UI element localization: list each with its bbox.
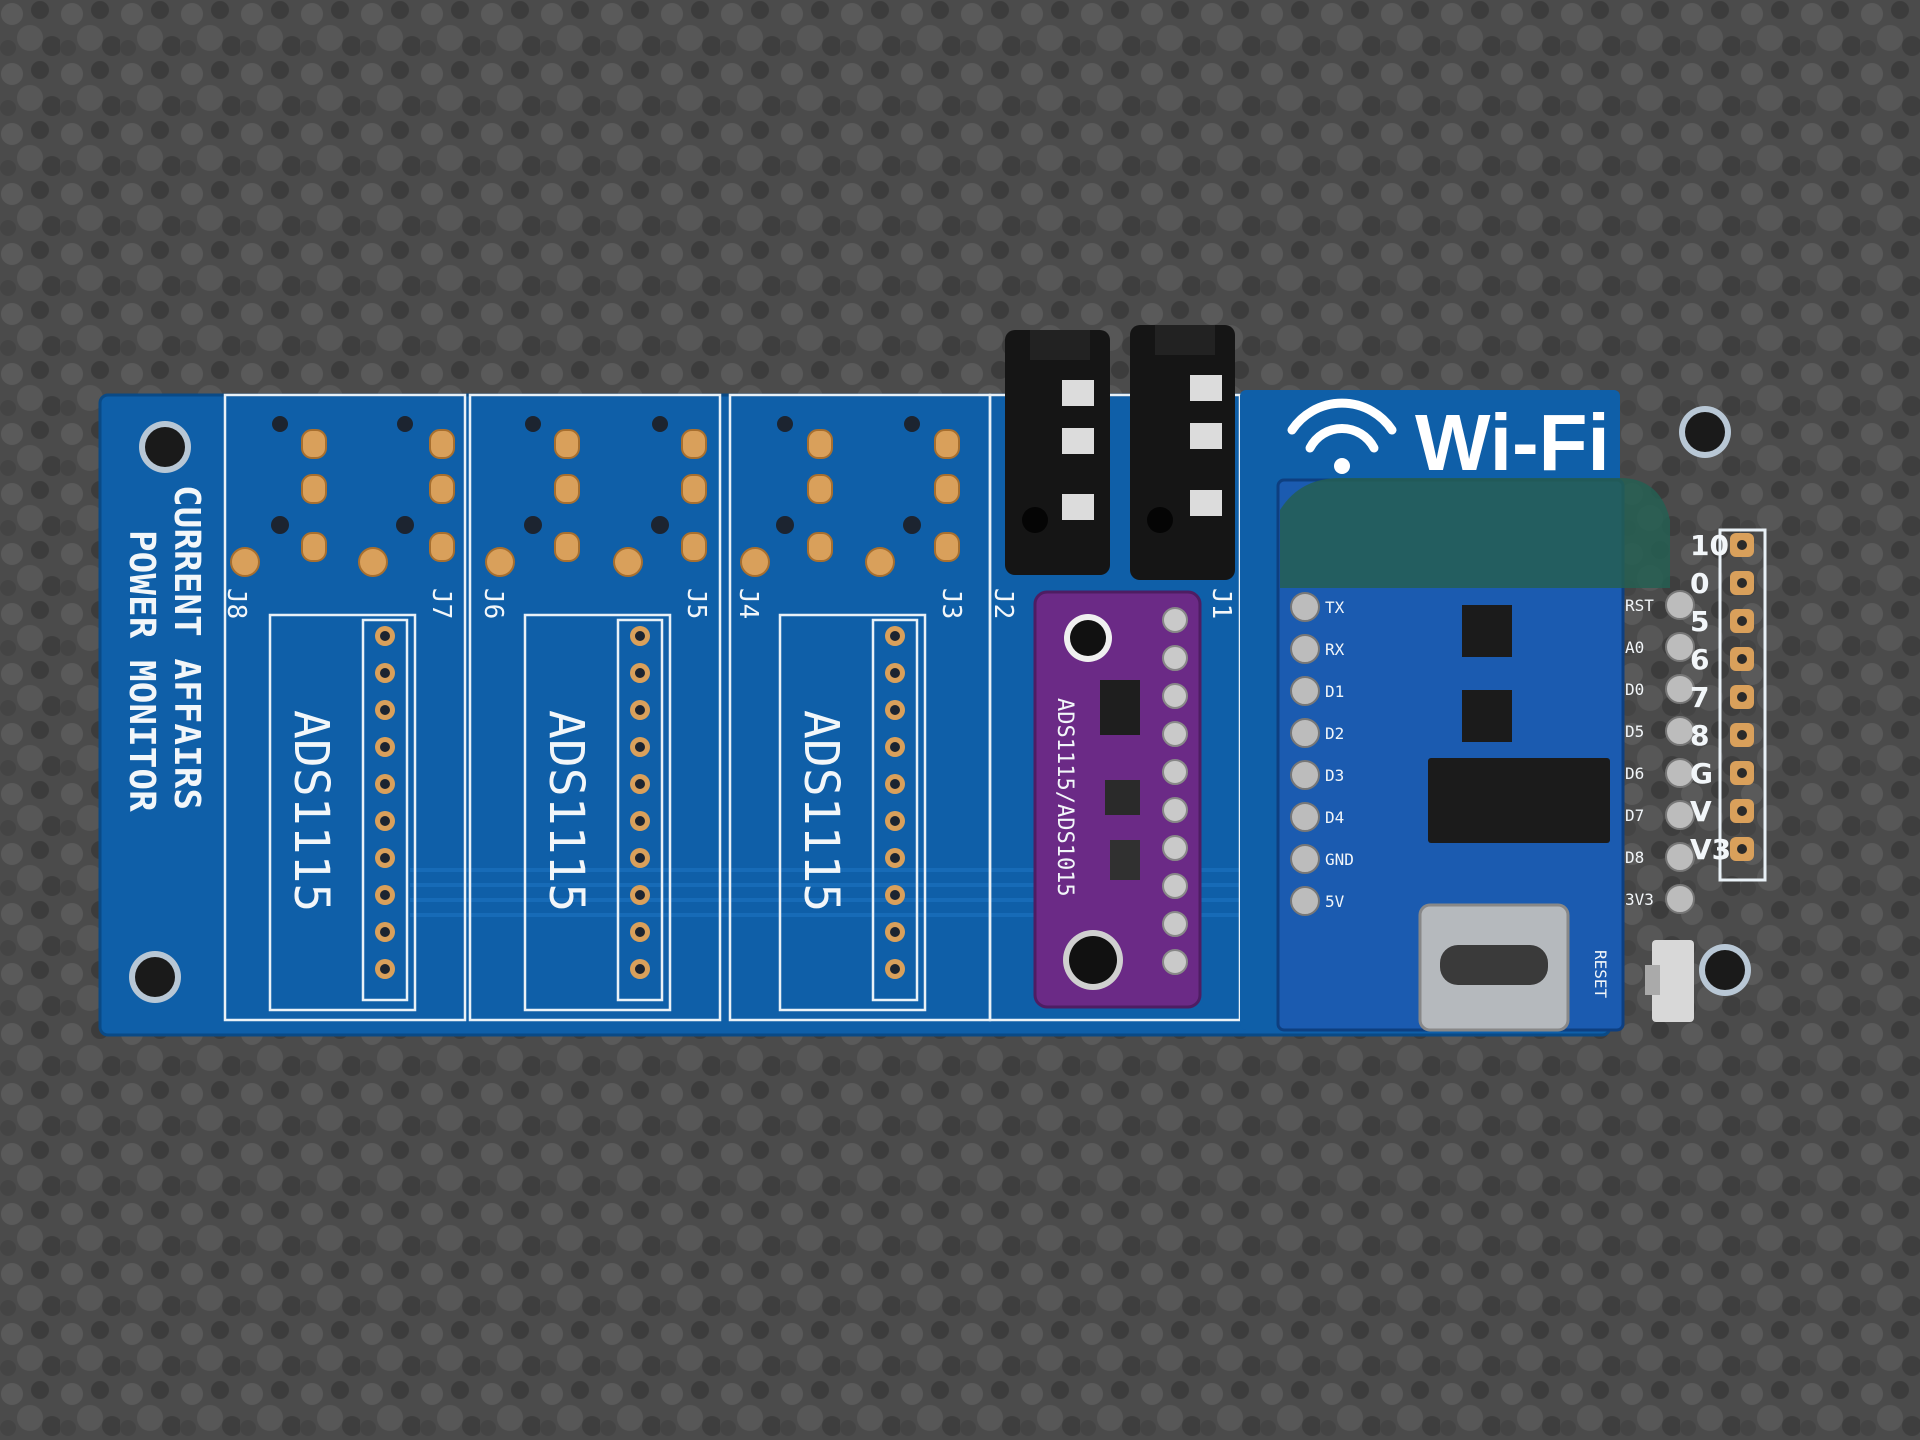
adc-module-pin xyxy=(1162,949,1188,975)
wifi-pin-label: 5V xyxy=(1325,892,1345,911)
connector-label-j5: J5 xyxy=(681,588,711,619)
wifi-pin xyxy=(1290,844,1320,874)
wifi-pin-label: D0 xyxy=(1625,680,1644,699)
wifi-pin-label: GND xyxy=(1325,850,1354,869)
wifi-pin xyxy=(1290,886,1320,916)
audio-jack-j1 xyxy=(1130,325,1235,580)
wifi-icon xyxy=(1287,398,1397,474)
board-title-line2: POWER MONITOR xyxy=(121,530,162,812)
jack-footprint-pads xyxy=(230,416,960,577)
wifi-pin-label: A0 xyxy=(1625,638,1644,657)
side-header: 10 0 5 6 7 8GV V3 xyxy=(1690,528,1767,882)
side-header-label: G xyxy=(1690,757,1713,790)
connector-label-j6: J6 xyxy=(478,588,508,619)
side-header-label: 7 xyxy=(1690,681,1709,714)
adc-module-pin xyxy=(1162,645,1188,671)
wifi-pin-label: 3V3 xyxy=(1625,890,1654,909)
wifi-pin-label: RX xyxy=(1325,640,1345,659)
wifi-pin xyxy=(1665,716,1695,746)
adc-module-pin xyxy=(1162,721,1188,747)
adc-module-pin xyxy=(1162,797,1188,823)
side-header-label: V xyxy=(1690,795,1712,828)
adc-module-pin xyxy=(1162,607,1188,633)
wifi-pin-label: D4 xyxy=(1325,808,1344,827)
reset-button[interactable] xyxy=(1652,940,1694,1022)
adc-module-pin xyxy=(1162,873,1188,899)
adc-module-pin xyxy=(1162,911,1188,937)
connector-label-j8: J8 xyxy=(221,588,251,619)
adc-module-pin xyxy=(1162,683,1188,709)
board-title-line1: CURRENT AFFAIRS xyxy=(166,485,207,810)
wifi-pin-label: D6 xyxy=(1625,764,1644,783)
wifi-pin-label: D8 xyxy=(1625,848,1644,867)
wifi-pin xyxy=(1290,760,1320,790)
wifi-pin xyxy=(1290,802,1320,832)
side-header-label: 0 xyxy=(1690,567,1709,600)
wifi-pin xyxy=(1290,592,1320,622)
adc-module-pin xyxy=(1162,835,1188,861)
side-header-label: 6 xyxy=(1690,643,1709,676)
mounting-hole xyxy=(1679,406,1731,458)
reset-label: RESET xyxy=(1591,950,1610,999)
mounting-hole xyxy=(139,421,191,473)
wifi-pin-label: D7 xyxy=(1625,806,1644,825)
connector-label-j2: J2 xyxy=(988,588,1018,619)
wifi-pin xyxy=(1665,758,1695,788)
wifi-pin xyxy=(1290,718,1320,748)
wifi-pin xyxy=(1665,674,1695,704)
wifi-pin xyxy=(1665,632,1695,662)
wifi-pin-label: D5 xyxy=(1625,722,1644,741)
wifi-pin xyxy=(1665,884,1695,914)
side-header-label: 10 xyxy=(1690,529,1729,562)
connector-label-j3: J3 xyxy=(936,588,966,619)
adc-slot-label: ADS1115 xyxy=(283,710,339,912)
side-header-label: V3 xyxy=(1690,833,1731,866)
connector-label-j7: J7 xyxy=(426,588,456,619)
adc-module-label: ADS1115/ADS1015 xyxy=(1052,698,1077,897)
mounting-hole xyxy=(1699,944,1751,996)
wifi-pin xyxy=(1665,800,1695,830)
wifi-pin-label: D1 xyxy=(1325,682,1344,701)
audio-jack-j2 xyxy=(1005,330,1110,575)
wifi-logo-text: Wi-Fi xyxy=(1415,398,1610,487)
adc-module-pin xyxy=(1162,759,1188,785)
wifi-pin xyxy=(1290,676,1320,706)
adc-slot-label: ADS1115 xyxy=(793,710,849,912)
wifi-pin-label: RST xyxy=(1625,596,1654,615)
wifi-pin-label: D3 xyxy=(1325,766,1344,785)
side-header-label: 8 xyxy=(1690,719,1709,752)
side-header-label: 5 xyxy=(1690,605,1709,638)
adc-slot-label: ADS1115 xyxy=(538,710,594,912)
mounting-hole xyxy=(129,951,181,1003)
wifi-pin xyxy=(1665,590,1695,620)
wifi-pin xyxy=(1290,634,1320,664)
adc-header-holes xyxy=(361,618,919,1002)
connector-label-j4: J4 xyxy=(733,588,763,619)
wifi-pin xyxy=(1665,842,1695,872)
adc-module: ADS1115/ADS1015 xyxy=(1033,590,1202,1009)
connector-label-j1: J1 xyxy=(1206,588,1236,619)
wifi-pin-label: D2 xyxy=(1325,724,1344,743)
wifi-pin-label: TX xyxy=(1325,598,1345,617)
